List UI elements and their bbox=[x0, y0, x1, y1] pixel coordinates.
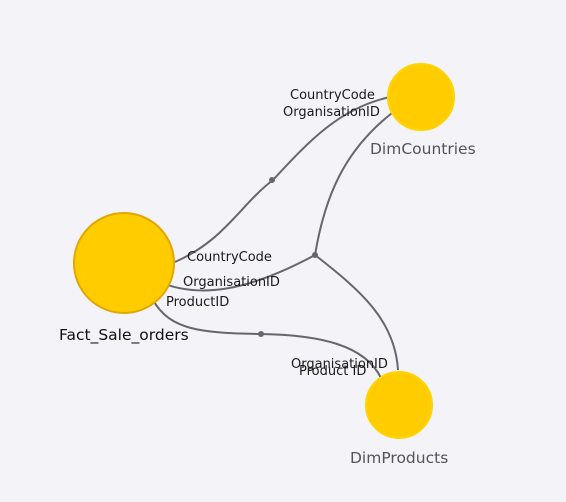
node-fact-sale-orders[interactable] bbox=[73, 212, 175, 314]
node-label-dim-products: DimProducts bbox=[350, 449, 448, 467]
node-dim-products[interactable] bbox=[365, 371, 433, 439]
edge-junction-to-products[interactable] bbox=[314, 254, 399, 371]
edge-label-product-id-products: Product ID bbox=[299, 364, 366, 379]
edge-label-country-code-fact: CountryCode bbox=[187, 250, 272, 265]
node-label-dim-countries: DimCountries bbox=[370, 140, 476, 158]
edge-fact-to-countries[interactable] bbox=[174, 96, 391, 263]
edge-fact-to-countries-midpoint bbox=[269, 177, 275, 183]
edge-label-organisation-id-fact: OrganisationID bbox=[183, 275, 280, 290]
edge-label-organisation-id-products: OrganisationID bbox=[291, 357, 388, 372]
node-label-fact-sale-orders: Fact_Sale_orders bbox=[59, 326, 189, 345]
edge-junction-to-countries[interactable] bbox=[314, 112, 393, 256]
edge-junction-dot bbox=[312, 252, 318, 258]
edge-fact-to-junction[interactable] bbox=[156, 254, 316, 292]
edge-label-product-id-fact: ProductID bbox=[166, 295, 229, 310]
edge-label-organisation-id-dim: OrganisationID bbox=[283, 105, 380, 120]
edge-label-country-code-dim: CountryCode bbox=[290, 88, 375, 103]
node-dim-countries[interactable] bbox=[387, 63, 455, 131]
edge-fact-to-products-midpoint bbox=[258, 331, 264, 337]
